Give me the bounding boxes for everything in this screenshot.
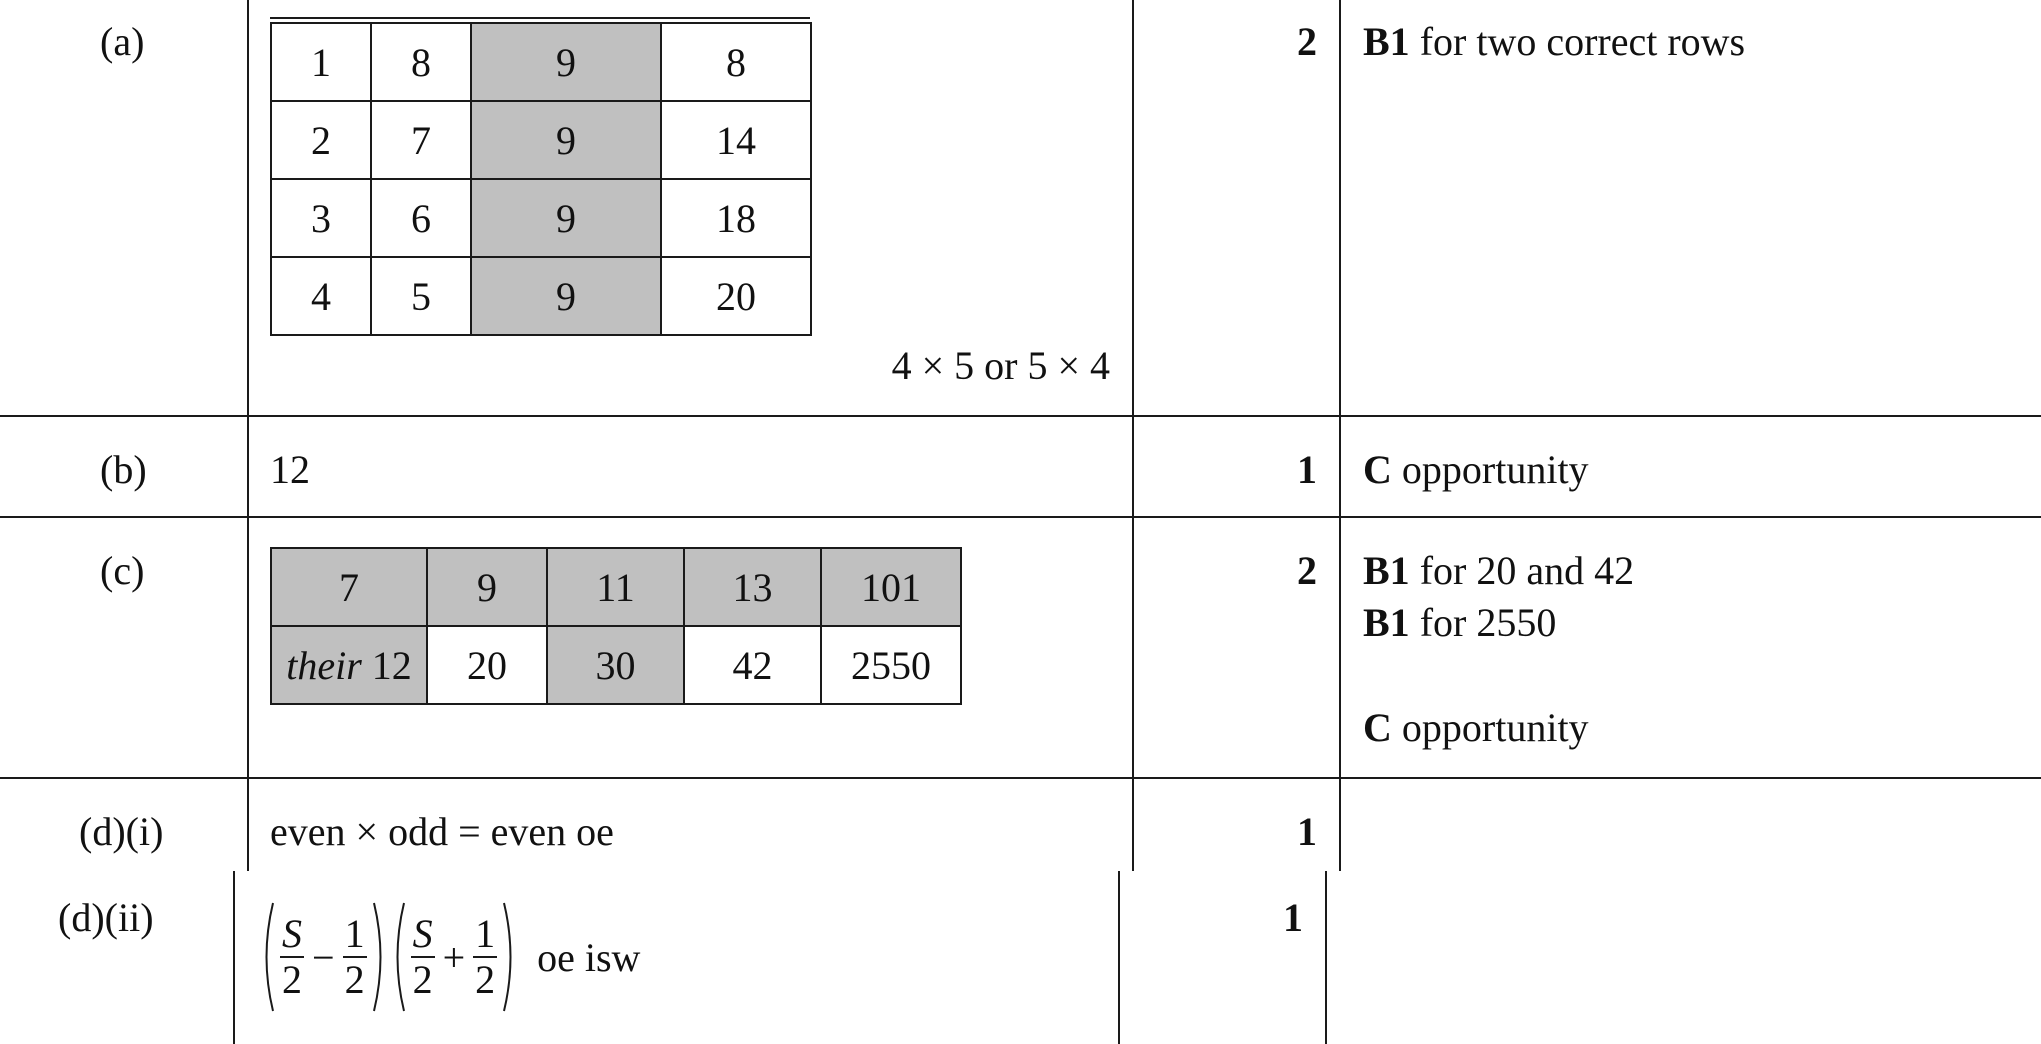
table-a-cell: 9 (470, 256, 662, 336)
table-a-cell: 14 (660, 100, 812, 180)
table-a-cell: 2 (270, 100, 372, 180)
right-paren-2 (503, 902, 512, 1012)
answer-note-a: 4 × 5 or 5 × 4 (891, 343, 1110, 388)
table-c-cell: 13 (683, 547, 822, 627)
table-c: 7 9 11 13 101 their 12 20 30 42 2550 (270, 547, 962, 705)
right-paren-1 (372, 902, 382, 1012)
col-divider-3-lower (1325, 871, 1327, 1044)
table-a-cell: 6 (370, 178, 472, 258)
answer-d-i: even × odd = even oe (270, 809, 614, 854)
mark-b: 1 (1297, 447, 1317, 492)
left-paren-2 (396, 902, 405, 1012)
plus-sign: + (442, 934, 466, 980)
table-c-cell: 2550 (820, 625, 962, 705)
table-a-cell: 9 (470, 22, 662, 102)
row-divider-a (0, 415, 2041, 417)
part-label-d-i: (d)(i) (79, 809, 164, 854)
table-a-cell: 20 (660, 256, 812, 336)
table-a-cell: 9 (470, 178, 662, 258)
table-c-cell: 101 (820, 547, 962, 627)
guidance-a-line-1: B1 for two correct rows (1363, 19, 1746, 64)
table-a-cell: 1 (270, 22, 372, 102)
table-a-cell: 18 (660, 178, 812, 258)
mark-a: 2 (1297, 19, 1317, 64)
table-a-cell: 8 (370, 22, 472, 102)
table-a-cell: 8 (660, 22, 812, 102)
col-divider-1-lower (233, 871, 235, 1044)
table-a-cell: 3 (270, 178, 372, 258)
answer-b: 12 (270, 447, 310, 492)
left-paren-1 (265, 902, 274, 1012)
table-a: 1 8 9 8 2 7 9 14 3 6 9 18 4 5 9 20 (270, 22, 812, 336)
minus-sign: − (312, 934, 335, 980)
guidance-c-line-2: B1 for 2550 (1363, 600, 1557, 645)
table-a-cell: 4 (270, 256, 372, 336)
table-c-cell: 20 (426, 625, 548, 705)
table-c-cell: 9 (426, 547, 548, 627)
table-a-top-rule (270, 17, 810, 19)
table-c-cell: 42 (683, 625, 822, 705)
guidance-c-line-3: C opportunity (1363, 705, 1589, 750)
table-c-cell-their: their 12 (270, 625, 428, 705)
mark-c: 2 (1297, 548, 1317, 593)
part-label-d-ii: (d)(ii) (58, 895, 154, 940)
row-divider-c (0, 777, 2041, 779)
col-divider-1 (247, 0, 249, 871)
mark-d-ii: 1 (1283, 895, 1303, 940)
col-divider-2 (1132, 0, 1134, 871)
part-label-a: (a) (100, 19, 145, 64)
table-a-cell: 7 (370, 100, 472, 180)
answer-d-ii-suffix: oe isw (537, 934, 641, 980)
row-divider-b (0, 516, 2041, 518)
table-c-cell: 7 (270, 547, 428, 627)
col-divider-2-lower (1118, 871, 1120, 1044)
part-label-b: (b) (100, 447, 147, 492)
table-a-cell: 5 (370, 256, 472, 336)
guidance-c-line-1: B1 for 20 and 42 (1363, 548, 1635, 593)
table-a-cell: 9 (470, 100, 662, 180)
table-c-cell: 30 (546, 625, 685, 705)
col-divider-3 (1339, 0, 1341, 871)
mark-d-i: 1 (1297, 809, 1317, 854)
part-label-c: (c) (100, 548, 145, 593)
table-c-cell: 11 (546, 547, 685, 627)
guidance-b-line-1: C opportunity (1363, 447, 1589, 492)
